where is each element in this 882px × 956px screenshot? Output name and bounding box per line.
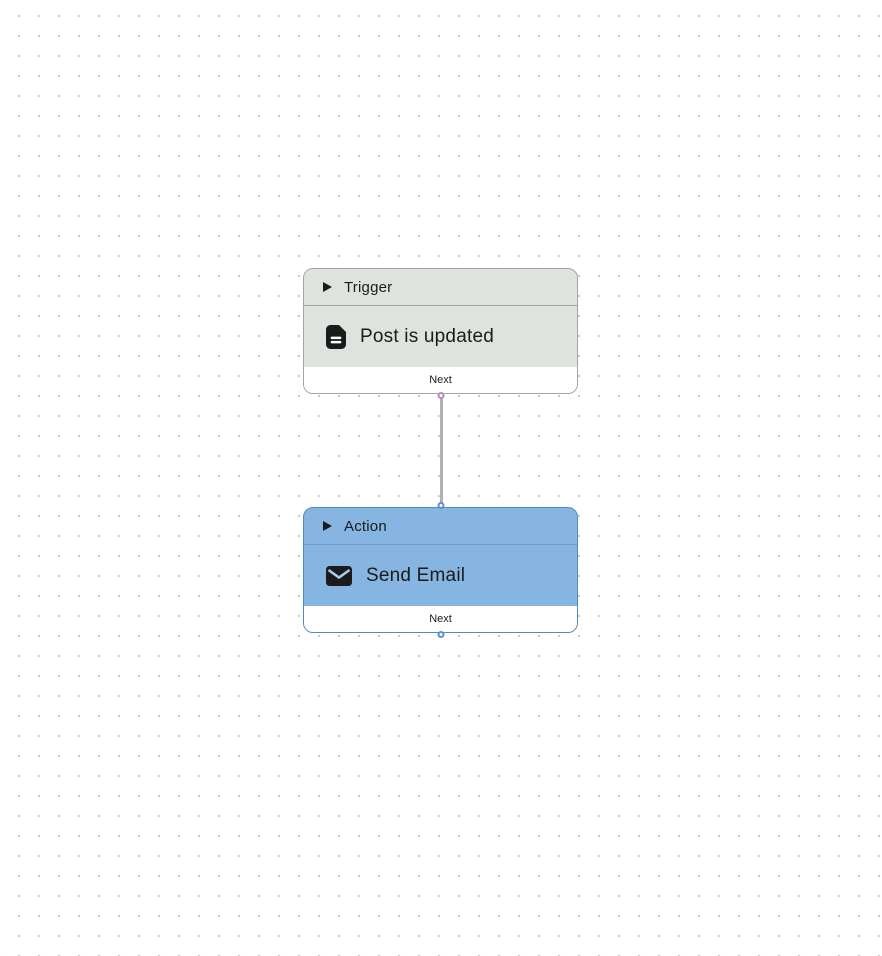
document-icon [326,324,346,349]
node-type-label: Trigger [344,278,393,296]
mail-icon [326,565,352,586]
trigger-node-footer: Next [304,367,577,393]
action-node[interactable]: Action Send Email Next [303,502,578,638]
disclosure-triangle-icon[interactable] [323,282,332,292]
trigger-node-header[interactable]: Trigger [304,269,577,306]
action-node-header[interactable]: Action [304,508,577,545]
action-node-body[interactable]: Send Email [304,545,577,606]
node-connector-edge[interactable] [440,395,443,507]
node-title: Post is updated [360,325,494,347]
trigger-output-port[interactable] [437,392,444,399]
trigger-node[interactable]: Trigger Post is updated Next [303,268,578,399]
disclosure-triangle-icon[interactable] [323,521,332,531]
node-title: Send Email [366,564,466,586]
next-port-label: Next [429,374,452,386]
trigger-node-body[interactable]: Post is updated [304,306,577,367]
action-output-port[interactable] [437,631,444,638]
action-node-footer: Next [304,606,577,632]
next-port-label: Next [429,613,452,625]
node-type-label: Action [344,517,387,535]
action-input-port[interactable] [437,502,444,509]
